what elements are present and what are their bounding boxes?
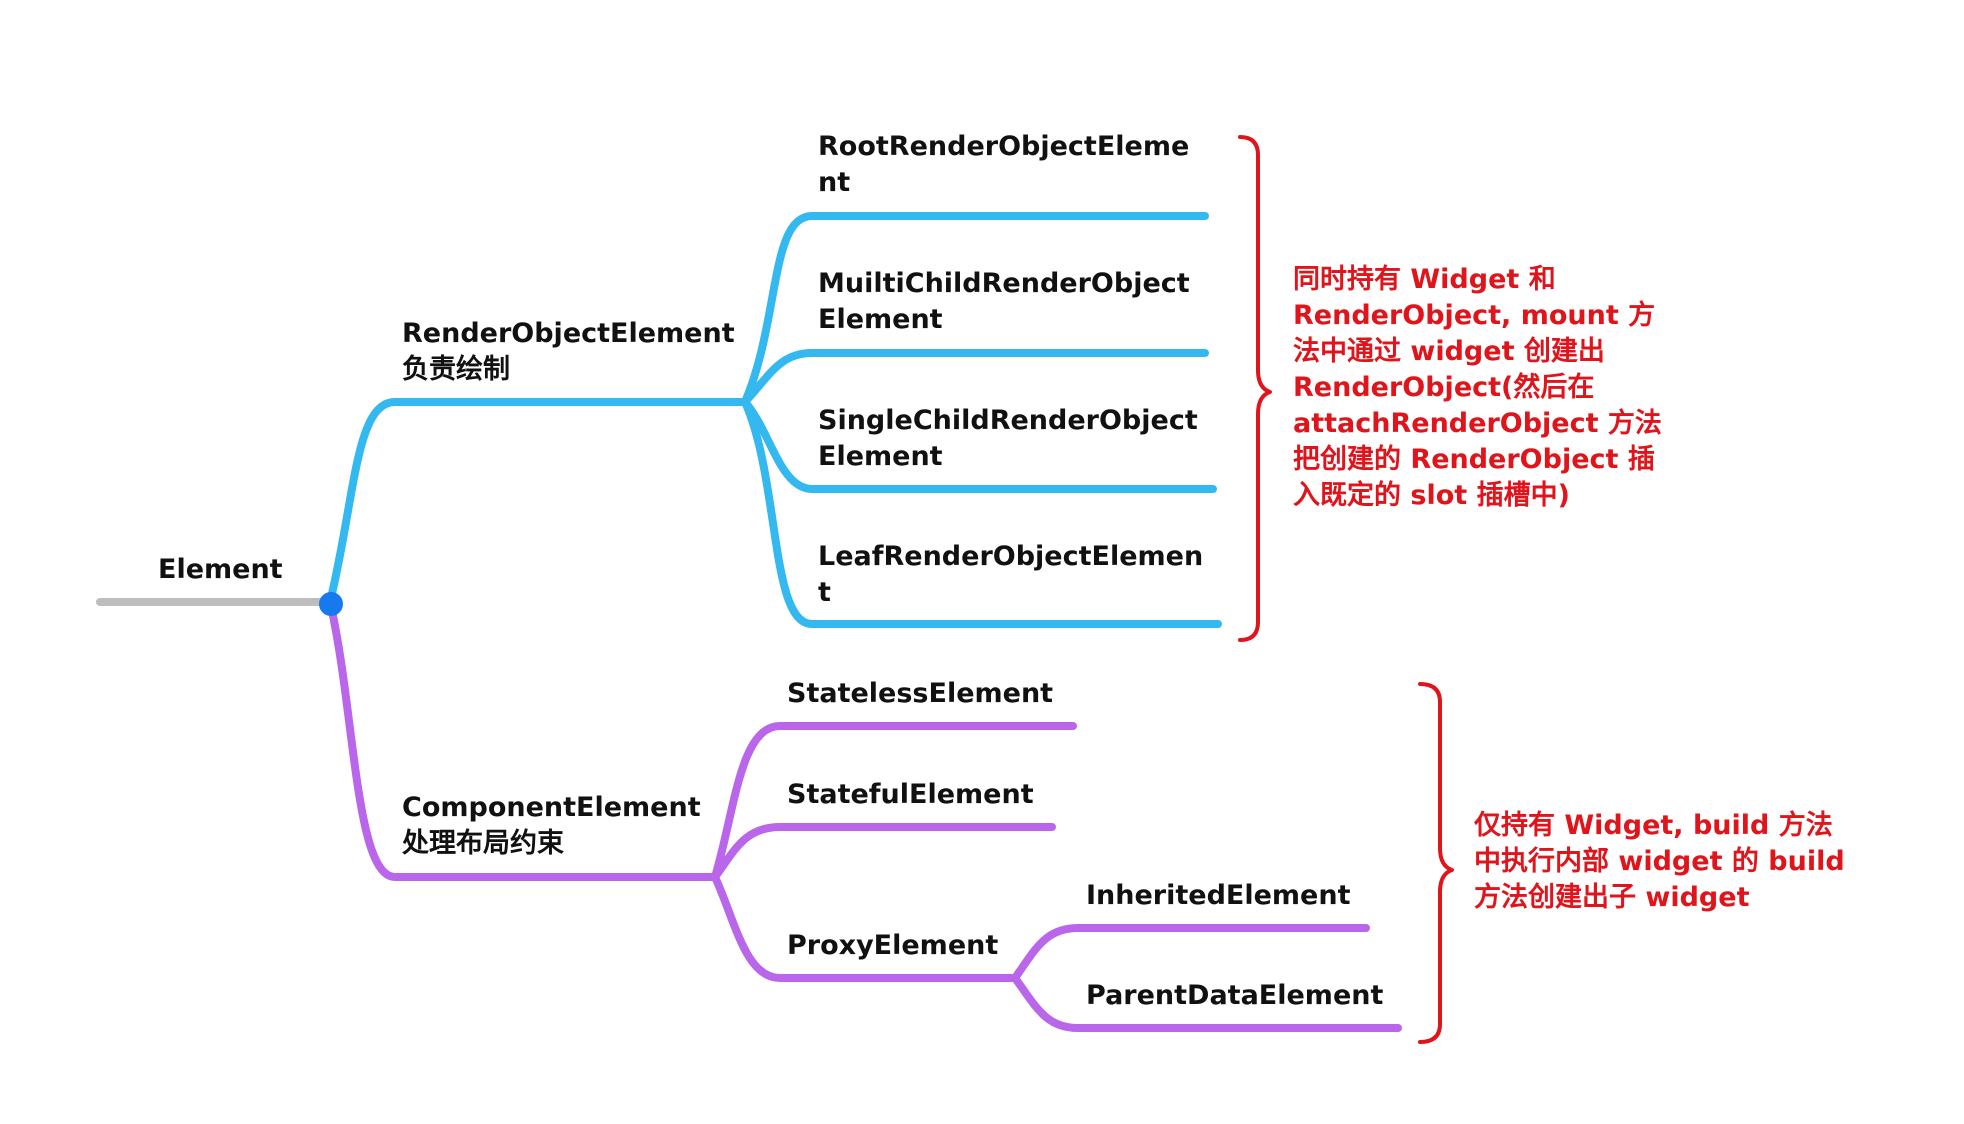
render-note-line-5: attachRenderObject 方法 — [1293, 408, 1662, 439]
parent-data-element-node: ParentDataElement — [1086, 980, 1384, 1011]
inherited-branch-line — [1011, 924, 1370, 982]
render-object-branch-line — [326, 398, 749, 606]
single-child-render-object-element-node: SingleChildRenderObject Element — [818, 403, 1198, 475]
render-note-line-2: RenderObject, mount 方 — [1293, 300, 1656, 331]
multi-child-render-object-element-node: MuiltiChildRenderObject Element — [818, 266, 1190, 338]
root-render-object-element-line-1: RootRenderObjectEleme — [818, 131, 1190, 162]
render-note-line-4: RenderObject(然后在 — [1293, 372, 1595, 403]
render-note-line-7: 入既定的 slot 插槽中) — [1293, 480, 1570, 511]
root-node-dot — [319, 592, 343, 616]
render-object-element-title: RenderObjectElement — [402, 318, 735, 349]
stateful-branch-line — [711, 823, 1056, 881]
render-note-line-3: 法中通过 widget 创建出 — [1293, 336, 1605, 367]
root-render-object-element-line-2: nt — [818, 167, 851, 198]
stateful-element-node: StatefulElement — [787, 779, 1034, 810]
single-child-line-1: SingleChildRenderObject — [818, 405, 1198, 436]
component-note-line-2: 中执行内部 widget 的 build — [1474, 846, 1845, 877]
leaf-render-object-element-node: LeafRenderObjectElemen t — [818, 539, 1203, 611]
render-object-bracket — [1238, 135, 1272, 642]
root-render-object-element-node: RootRenderObjectEleme nt — [818, 129, 1189, 201]
multi-child-line-2: Element — [818, 304, 943, 335]
root-node-label: Element — [158, 554, 283, 585]
stateless-branch-line — [711, 722, 1077, 881]
component-element-note: 仅持有 Widget, build 方法 中执行内部 widget 的 buil… — [1474, 808, 1845, 916]
render-object-element-subtitle: 负责绘制 — [402, 354, 510, 385]
render-note-line-1: 同时持有 Widget 和 — [1293, 264, 1556, 295]
component-bracket — [1418, 682, 1454, 1044]
render-object-note: 同时持有 Widget 和 RenderObject, mount 方 法中通过… — [1293, 262, 1662, 514]
stateless-element-node: StatelessElement — [787, 678, 1054, 709]
component-note-line-3: 方法创建出子 widget — [1474, 882, 1750, 913]
component-note-line-1: 仅持有 Widget, build 方法 — [1474, 810, 1833, 841]
inherited-element-node: InheritedElement — [1086, 880, 1351, 911]
multi-child-branch-line — [741, 349, 1209, 406]
leaf-line-1: LeafRenderObjectElemen — [818, 541, 1204, 572]
render-note-line-6: 把创建的 RenderObject 插 — [1293, 444, 1655, 475]
proxy-element-node: ProxyElement — [787, 930, 999, 961]
render-object-element-node: RenderObjectElement 负责绘制 — [402, 316, 735, 388]
proxy-branch-line — [711, 873, 1019, 982]
leaf-branch-line — [741, 398, 1222, 628]
component-element-subtitle: 处理布局约束 — [402, 828, 564, 859]
component-element-node: ComponentElement 处理布局约束 — [402, 790, 701, 862]
parent-data-branch-line — [1011, 974, 1402, 1032]
component-element-title: ComponentElement — [402, 792, 701, 823]
component-branch-line — [326, 598, 719, 881]
single-child-line-2: Element — [818, 441, 943, 472]
leaf-line-2: t — [818, 577, 831, 608]
root-render-object-branch-line — [741, 212, 1209, 406]
multi-child-line-1: MuiltiChildRenderObject — [818, 268, 1190, 299]
